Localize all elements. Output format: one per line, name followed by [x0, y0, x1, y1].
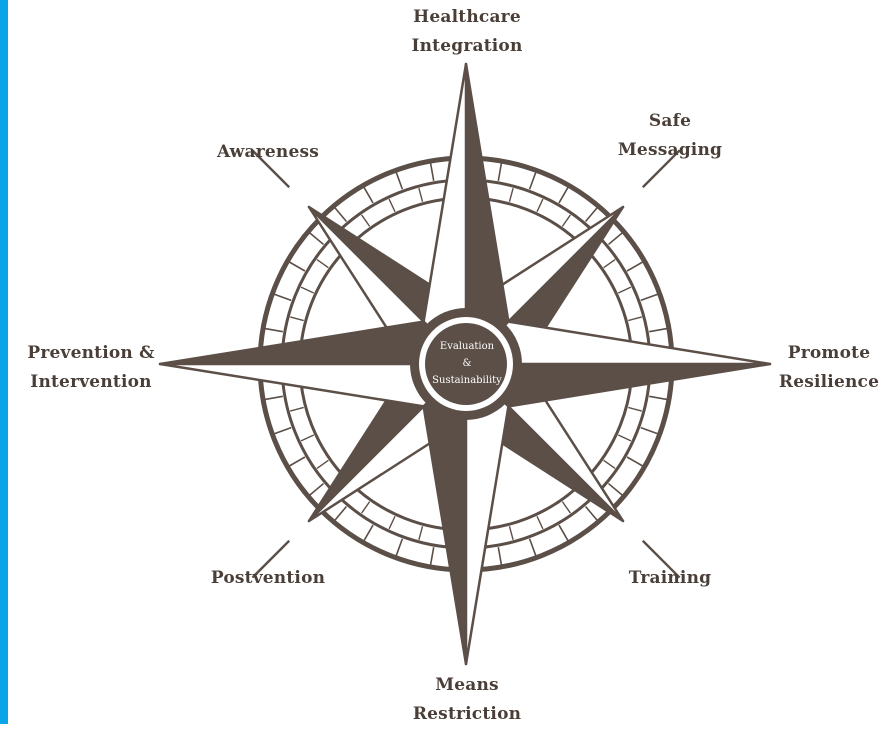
- ring-tick: [649, 327, 668, 333]
- ring-tick: [418, 526, 424, 540]
- ring-tick: [497, 162, 503, 181]
- ring-tick: [288, 261, 306, 272]
- ring-tick: [626, 261, 644, 272]
- ring-tick: [561, 214, 571, 227]
- ring-tick: [274, 293, 292, 302]
- ring-tick: [300, 286, 315, 294]
- label-north: Healthcare Integration: [411, 7, 523, 56]
- ring-tick: [626, 456, 644, 467]
- ring-tick: [628, 406, 642, 412]
- leader-line: [641, 149, 681, 189]
- ring-tick: [264, 395, 283, 401]
- ring-tick: [418, 188, 424, 202]
- ring-tick: [274, 426, 292, 435]
- ring-tick: [395, 538, 404, 556]
- ring-tick: [607, 232, 623, 246]
- ring-tick: [536, 198, 544, 213]
- ring-tick: [334, 207, 348, 223]
- ring-tick: [361, 214, 371, 227]
- label-east: Promote Resilience: [778, 343, 880, 392]
- ring-tick: [361, 501, 371, 514]
- ring-tick: [316, 459, 329, 469]
- ring-tick: [640, 293, 658, 302]
- ring-tick: [628, 316, 642, 322]
- leader-line: [641, 539, 681, 579]
- ring-tick: [300, 434, 315, 442]
- ring-tick: [584, 505, 598, 521]
- hub-inner-disc: [425, 323, 507, 405]
- center-label: Evaluation & Sustainability: [432, 341, 502, 386]
- ring-tick: [558, 524, 569, 542]
- label-northwest: Awareness: [216, 142, 320, 162]
- ring-tick: [561, 501, 571, 514]
- ring-tick: [528, 172, 537, 190]
- ring-tick: [429, 547, 435, 566]
- ring-tick: [309, 482, 325, 496]
- ring-tick: [264, 327, 283, 333]
- ring-tick: [508, 526, 514, 540]
- ring-tick: [429, 162, 435, 181]
- label-northeast: Safe Messaging: [617, 111, 723, 160]
- ring-tick: [388, 198, 396, 213]
- ring-tick: [558, 186, 569, 204]
- label-southeast: Training: [628, 568, 712, 588]
- ring-tick: [309, 232, 325, 246]
- ring-tick: [334, 505, 348, 521]
- ring-tick: [363, 186, 374, 204]
- ring-tick: [584, 207, 598, 223]
- label-leader-lines: [251, 149, 681, 579]
- ring-tick: [316, 259, 329, 269]
- ring-tick: [607, 482, 623, 496]
- ring-tick: [649, 395, 668, 401]
- leader-line: [251, 539, 291, 579]
- cardinal-compass-points: [158, 62, 772, 666]
- ring-tick: [617, 286, 632, 294]
- leader-line: [251, 149, 291, 189]
- ring-tick: [363, 524, 374, 542]
- label-southwest: Postvention: [210, 568, 326, 588]
- ring-tick: [388, 515, 396, 530]
- ring-tick: [288, 456, 306, 467]
- ring-tick: [508, 188, 514, 202]
- label-west: Prevention & Intervention: [27, 343, 155, 392]
- accent-side-bar: [0, 0, 8, 724]
- ring-tick: [528, 538, 537, 556]
- ring-tick: [617, 434, 632, 442]
- ring-tick: [603, 459, 616, 469]
- ring-tick: [603, 259, 616, 269]
- ring-tick: [290, 406, 304, 412]
- ring-tick: [497, 547, 503, 566]
- compass-center-hub: [410, 308, 522, 420]
- ring-tick: [536, 515, 544, 530]
- ring-tick: [395, 172, 404, 190]
- ring-tick: [640, 426, 658, 435]
- ring-tick: [290, 316, 304, 322]
- label-south: Means Restriction: [412, 675, 522, 724]
